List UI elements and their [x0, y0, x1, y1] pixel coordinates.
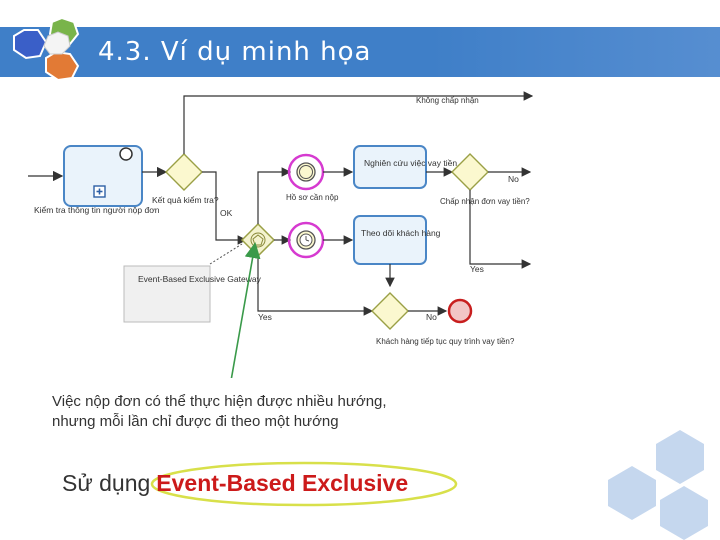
deco-hexagon-1	[656, 430, 704, 484]
task-research-loan	[353, 145, 427, 189]
title-bar	[0, 27, 720, 77]
reject-top-label: Không chấp nhận	[416, 96, 479, 105]
callout-event-based-gateway	[123, 265, 211, 323]
callout-connector	[209, 243, 243, 265]
task2-label: Theo dõi khách hàng	[361, 228, 441, 238]
gateway3-label: Khách hàng tiếp tục quy trình vay tiền?	[376, 337, 515, 346]
gateway-check-result	[165, 153, 203, 191]
event-timer	[287, 221, 325, 259]
ok-label: OK	[220, 208, 233, 218]
pointer-arrow	[230, 242, 261, 378]
orange-hexagon	[45, 50, 80, 82]
ok-flow	[202, 171, 248, 245]
gateway3-no-label: No	[426, 312, 437, 322]
highlight-oval	[150, 461, 458, 507]
usage-prefix: Sử dụng	[62, 470, 151, 496]
task1-label: Nghiên cứu việc vay tiền	[364, 158, 457, 168]
reject-flow	[183, 91, 534, 154]
hexagon-logo	[13, 16, 80, 82]
start-task-label: Kiểm tra thông tin người nộp đơn	[34, 205, 160, 215]
deco-hexagon-3	[660, 486, 708, 540]
explanation-note: Việc nộp đơn có thể thực hiện được nhiều…	[52, 392, 387, 432]
slide-title: 4.3. Ví dụ minh họa	[98, 37, 372, 67]
white-hexagon	[43, 31, 71, 55]
blue-hexagon	[13, 29, 48, 60]
task-follow-customer	[353, 215, 427, 265]
callout-label: Event-Based Exclusive Gateway	[138, 274, 262, 284]
note-line-2: nhưng mỗi lần chỉ được đi theo một hướng	[52, 413, 339, 430]
gateway2-label: Chấp nhận đơn vay tiền?	[440, 197, 530, 206]
event-documents-submitted	[287, 153, 325, 191]
gateway-accept-loan	[451, 153, 489, 191]
event-based-gateway	[240, 222, 276, 258]
decorative-hexagons	[608, 430, 708, 540]
task-check-applicant	[63, 145, 143, 207]
gateway2-yes-label: Yes	[470, 264, 484, 274]
gateway1-label: Kết quả kiểm tra?	[152, 195, 219, 205]
event1-label: Hồ sơ cần nộp	[286, 193, 339, 202]
deco-hexagon-2	[608, 466, 656, 520]
end-event	[447, 298, 473, 324]
event-gateway-yes-label: Yes	[258, 312, 272, 322]
gateway2-no-label: No	[508, 174, 519, 184]
boundary-event-icon	[119, 147, 133, 161]
gateway-customer-continue	[371, 292, 409, 330]
note-line-1: Việc nộp đơn có thể thực hiện được nhiều…	[52, 393, 387, 410]
usage-highlight: Event-Based Exclusive	[156, 470, 409, 496]
bpmn-diagram: Kiểm tra thông tin người nộp đơn Kết quả…	[28, 91, 534, 378]
